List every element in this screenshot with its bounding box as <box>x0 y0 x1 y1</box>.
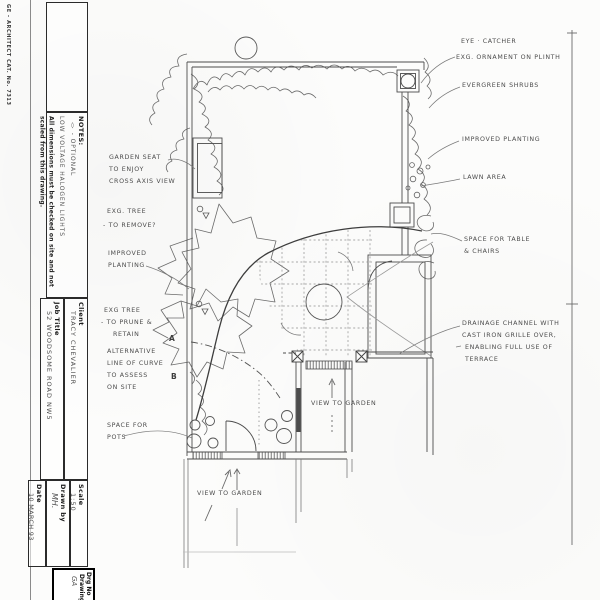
titleblock-scale-box: Scale 1:50 <box>69 480 88 567</box>
bottom-windows <box>192 451 286 460</box>
shrub-dots <box>405 162 431 199</box>
drainage-line2: CAST IRON GRILLE OVER, <box>462 332 557 339</box>
titleblock-drg-box: Drg No Drawing GA <box>52 568 95 600</box>
job-title-label: Job Title <box>53 302 61 336</box>
evergreen-shrubs-label: EVERGREEN SHRUBS <box>462 82 539 89</box>
pot-circles <box>186 410 293 449</box>
view-arrows <box>204 377 336 546</box>
alternative-line1: ALTERNATIVE <box>107 348 156 355</box>
drawn-by-label: Drawn by <box>59 484 67 522</box>
client-value: TRACY CHEVALIER <box>69 311 77 386</box>
space-for-pots-line2: POTS <box>107 434 127 441</box>
annotation-leaders <box>123 56 463 439</box>
alternative-line3: TO ASSESS <box>107 372 148 379</box>
exg-ornament-label: EXG. ORNAMENT ON PLINTH <box>456 54 561 61</box>
column-x-boxes <box>291 350 368 363</box>
enabling-line1: ENABLING FULL USE OF <box>465 344 553 351</box>
garden-seat-line2: TO ENJOY <box>109 166 145 173</box>
space-for-table-line2: & CHAIRS <box>464 248 500 255</box>
titleblock-notes-box: NOTES: ◊ - OPTIONAL LOW VOLTAGE HALOGEN … <box>38 112 88 298</box>
exg-tree-prune-line3: RETAIN <box>113 331 140 338</box>
improved-planting-left-line1: IMPROVED <box>108 250 147 257</box>
sheet-margin-line <box>30 0 31 600</box>
scale-value: 1:50 <box>69 493 77 512</box>
terrace-paving-grid <box>256 230 372 356</box>
notes-optional-line2: LOW VOLTAGE HALOGEN LIGHTS <box>58 116 66 237</box>
drainage-grille <box>305 360 353 370</box>
lawn-curve-a <box>195 226 423 421</box>
drawing-value: GA <box>70 576 78 587</box>
right-structure <box>367 254 432 359</box>
gesture-arcs <box>280 251 354 336</box>
space-for-pots-line1: SPACE FOR <box>107 422 148 429</box>
titleblock-drawnby-box: Drawn by MH. <box>46 480 70 567</box>
titleblock-client-box: Client TRACY CHEVALIER <box>64 298 88 480</box>
alt-curve-b <box>190 341 281 399</box>
planting-scribbles <box>149 53 436 446</box>
alternative-line2: LINE OF CURVE <box>107 360 164 367</box>
exg-tree-remove-line2: - TO REMOVE? <box>103 222 157 229</box>
titleblock-date-box: Date 10 MARCH 93 <box>27 480 46 567</box>
notes-header: NOTES: <box>77 116 85 146</box>
space-for-table-line1: SPACE FOR TABLE <box>464 236 531 243</box>
improved-planting-right-label: IMPROVED PLANTING <box>462 136 541 143</box>
drainage-line1: DRAINAGE CHANNEL WITH <box>462 320 560 327</box>
curve-marker-b: B <box>171 372 177 381</box>
faint-s-curve <box>346 241 434 357</box>
table-space-circle <box>305 283 343 321</box>
job-title-value: 52 WOODSOME ROAD NW5 <box>45 311 53 421</box>
curve-marker-a: A <box>169 334 175 343</box>
exg-tree-prune-line2: - TO PRUNE & <box>101 319 153 326</box>
alternative-line4: ON SITE <box>107 384 137 391</box>
sheet-border-right <box>566 30 578 545</box>
garden-seat-line1: GARDEN SEAT <box>109 154 161 161</box>
right-store-rect <box>389 202 415 228</box>
exg-tree-remove-line1: EXG. TREE <box>107 208 147 215</box>
eye-catcher-label: EYE · CATCHER <box>461 38 517 45</box>
door-swing <box>225 420 257 452</box>
lawn-area-label: LAWN AREA <box>463 174 507 181</box>
notes-disclaimer: All dimensions must be checked on site a… <box>38 116 55 288</box>
titleblock-empty-box <box>46 2 88 112</box>
enabling-line2: TERRACE <box>465 356 499 363</box>
ornament-plinth <box>396 69 420 93</box>
halogen-light-symbols <box>195 205 210 316</box>
date-value: 10 MARCH 93 <box>27 493 35 541</box>
interior-walls <box>183 459 353 568</box>
sheet-edge-label: GE - ARCHITECT CAT. No. 7313 <box>5 4 11 106</box>
view-to-garden-bottom: VIEW TO GARDEN <box>197 490 263 497</box>
tree-circle <box>234 36 258 60</box>
garden-boundary-walls <box>186 61 425 456</box>
garden-seat <box>192 137 223 199</box>
view-to-garden-mid: VIEW TO GARDEN <box>311 400 377 407</box>
garden-seat-line3: CROSS AXIS VIEW <box>109 178 176 185</box>
wall-window-dark <box>296 388 301 432</box>
scale-label: Scale <box>77 484 85 506</box>
drawn-by-value: MH. <box>50 493 59 509</box>
notes-optional-line1: ◊ - OPTIONAL <box>69 122 76 177</box>
drg-no-label: Drg No <box>85 572 92 596</box>
titleblock-jobtitle-box: Job Title 52 WOODSOME ROAD NW5 <box>40 298 64 480</box>
drawing-label: Drawing <box>78 574 85 600</box>
improved-planting-left-line2: PLANTING <box>108 262 145 269</box>
client-label: Client <box>77 302 85 326</box>
date-label: Date <box>35 484 43 503</box>
exg-tree-prune-line1: EXG TREE <box>104 307 141 314</box>
